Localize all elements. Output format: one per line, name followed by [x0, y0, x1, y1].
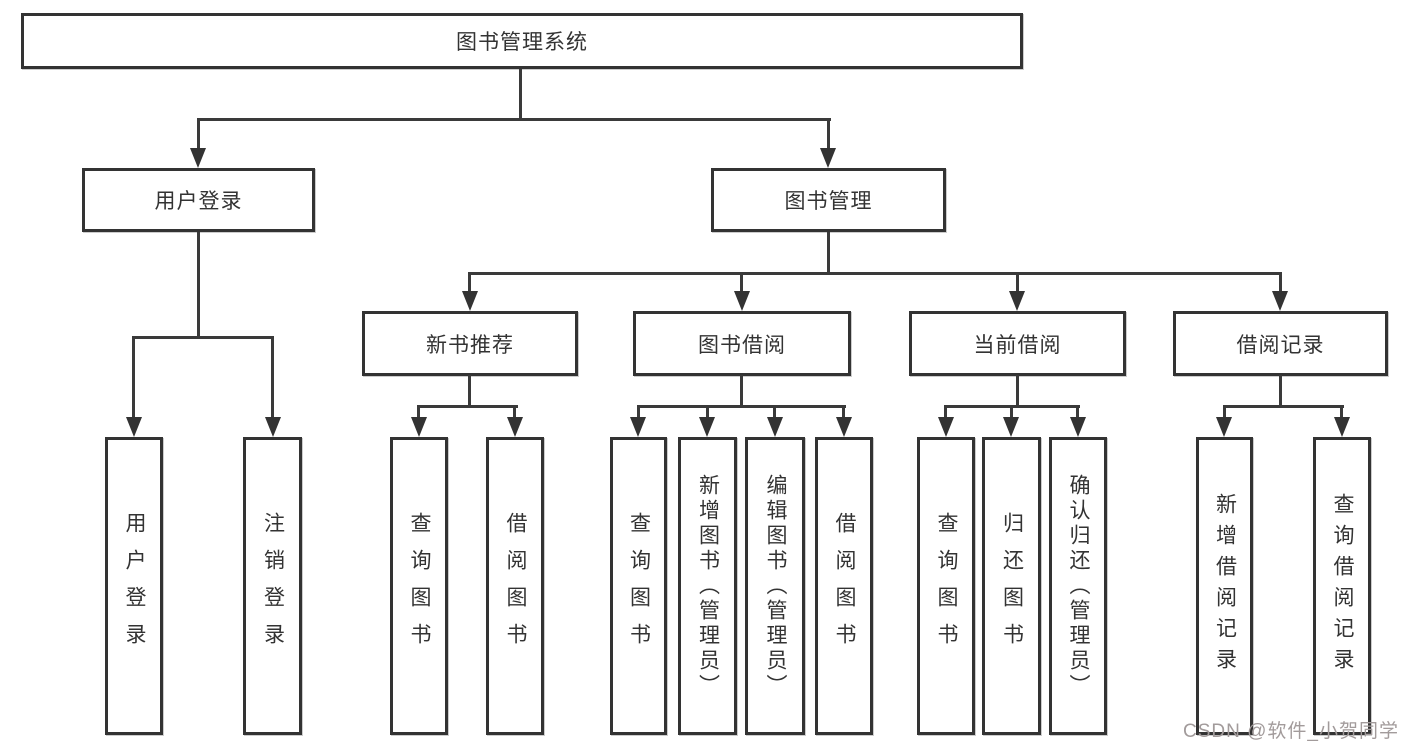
arrowhead-icon	[767, 417, 783, 437]
connector-user-login-bar	[132, 336, 274, 339]
arrowhead-icon	[734, 291, 750, 311]
leaf-edit-books-admin: 编辑图书（管理员）	[745, 437, 805, 735]
leaf-query-borrow-record: 查询借阅记录	[1313, 437, 1371, 735]
arrowhead-icon	[836, 417, 852, 437]
leaf-borrow-books: 借阅图书	[486, 437, 544, 735]
leaf-confirm-return-admin: 确认归还（管理员）	[1049, 437, 1107, 735]
connector-drop-leaf	[773, 405, 776, 422]
leaf-query-books: 查询图书	[917, 437, 975, 735]
connector-drop-leaf	[132, 336, 135, 420]
node-new-book-recommend: 新书推荐	[362, 311, 578, 376]
connector-drop-leaf	[271, 336, 274, 420]
connector-level2-bar	[197, 118, 831, 121]
connector-drop-current-borrow	[1016, 272, 1019, 295]
connector-level3-bar	[468, 272, 1281, 275]
connector-drop-leaf	[637, 405, 640, 422]
connector-drop-leaf	[1076, 405, 1079, 422]
arrowhead-icon	[699, 417, 715, 437]
arrowhead-icon	[1272, 291, 1288, 311]
leaf-query-books: 查询图书	[390, 437, 448, 735]
arrowhead-icon	[820, 148, 836, 168]
node-current-borrow: 当前借阅	[909, 311, 1126, 376]
arrowhead-icon	[1334, 417, 1350, 437]
leaf-query-books: 查询图书	[610, 437, 667, 735]
connector-book-borrow-stem	[740, 375, 743, 407]
arrowhead-icon	[1216, 417, 1232, 437]
connector-drop-user-login	[197, 118, 200, 152]
connector-new-book-stem	[468, 375, 471, 407]
connector-drop-book-mgmt	[827, 118, 830, 152]
connector-drop-leaf	[1010, 405, 1013, 422]
leaf-borrow-books: 借阅图书	[815, 437, 873, 735]
connector-borrow-record-stem	[1279, 375, 1282, 407]
arrowhead-icon	[190, 148, 206, 168]
arrowhead-icon	[411, 417, 427, 437]
arrowhead-icon	[265, 417, 281, 437]
arrowhead-icon	[938, 417, 954, 437]
leaf-add-borrow-record: 新增借阅记录	[1196, 437, 1253, 735]
connector-drop-leaf	[417, 405, 420, 422]
connector-new-book-bar	[417, 405, 518, 408]
node-borrow-record: 借阅记录	[1173, 311, 1388, 376]
connector-drop-book-borrow	[740, 272, 743, 295]
arrowhead-icon	[126, 417, 142, 437]
connector-drop-leaf	[1340, 405, 1343, 422]
connector-drop-new-book	[468, 272, 471, 295]
connector-book-borrow-bar	[637, 405, 846, 408]
arrowhead-icon	[507, 417, 523, 437]
connector-drop-leaf	[706, 405, 709, 422]
csdn-watermark: CSDN @软件_小贺同学	[1183, 721, 1399, 742]
connector-drop-borrow-record	[1279, 272, 1282, 295]
node-user-login: 用户登录	[82, 168, 315, 232]
node-book-borrow: 图书借阅	[633, 311, 851, 376]
connector-borrow-record-bar	[1223, 405, 1344, 408]
connector-current-borrow-stem	[1016, 375, 1019, 407]
leaf-user-login: 用户登录	[105, 437, 163, 735]
arrowhead-icon	[1009, 291, 1025, 311]
leaf-logout: 注销登录	[243, 437, 302, 735]
connector-book-mgmt-stem	[827, 232, 830, 275]
connector-user-login-stem	[197, 232, 200, 339]
connector-root-stem	[519, 69, 522, 118]
arrowhead-icon	[1003, 417, 1019, 437]
leaf-return-books: 归还图书	[982, 437, 1041, 735]
node-library-management-system: 图书管理系统	[21, 13, 1023, 69]
node-book-management: 图书管理	[711, 168, 946, 232]
leaf-add-books-admin: 新增图书（管理员）	[678, 437, 737, 735]
arrowhead-icon	[630, 417, 646, 437]
connector-drop-leaf	[513, 405, 516, 422]
connector-drop-leaf	[842, 405, 845, 422]
arrowhead-icon	[1070, 417, 1086, 437]
arrowhead-icon	[462, 291, 478, 311]
connector-drop-leaf	[1223, 405, 1226, 422]
connector-drop-leaf	[944, 405, 947, 422]
